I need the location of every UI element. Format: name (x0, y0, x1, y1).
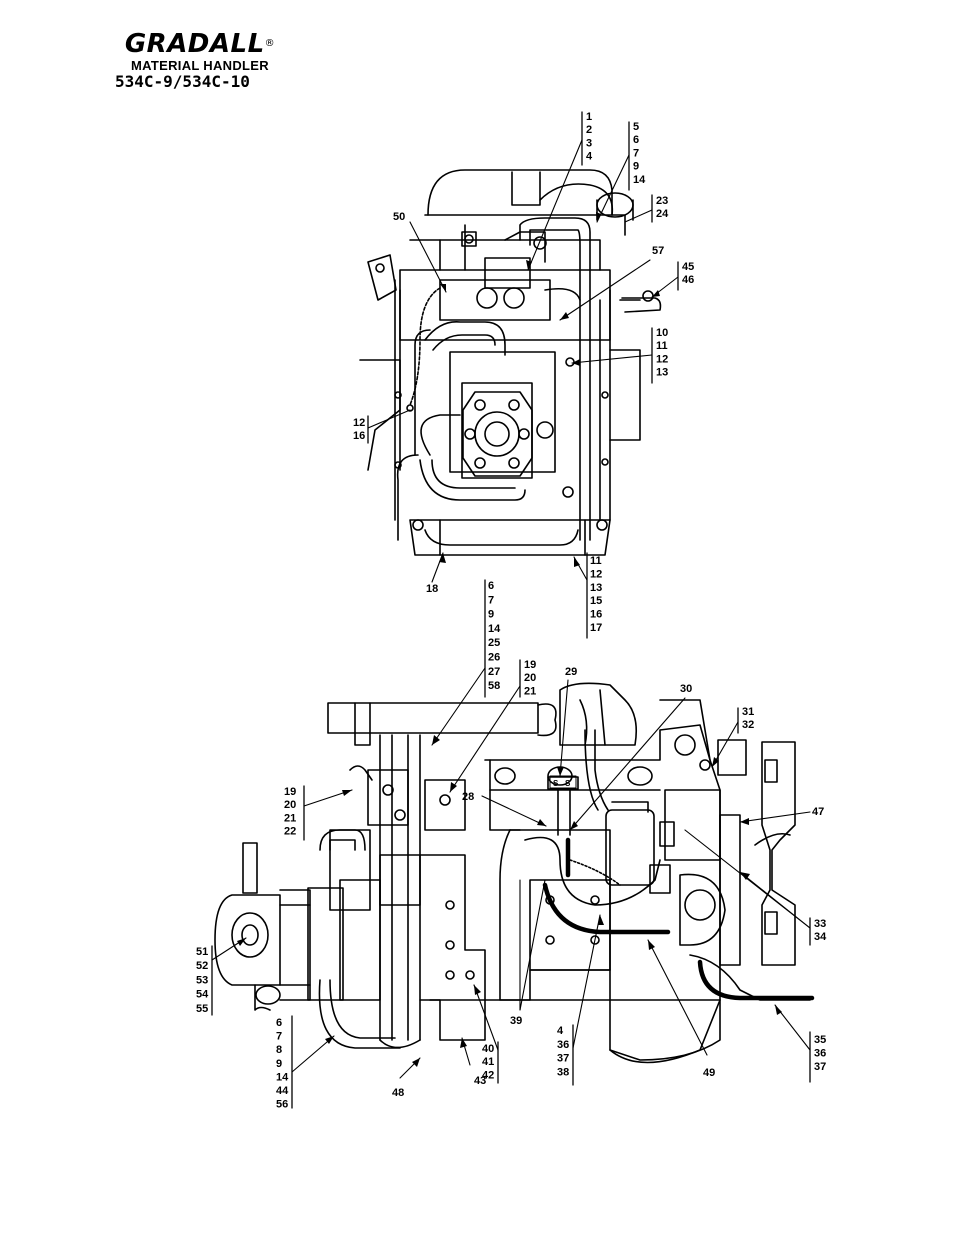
callout-bot_e-0: 49 (703, 1067, 715, 1079)
callout-mid_f-1: 20 (284, 799, 296, 811)
callout-top_f-1: 46 (682, 274, 694, 286)
callout-mid_h-0: 47 (812, 806, 824, 818)
callout-bot_g-0: 6 (276, 1017, 282, 1029)
callout-mid_a-2: 9 (488, 609, 494, 621)
callout-top_a-2: 3 (586, 137, 592, 149)
brand-subtitle: MATERIAL HANDLER (131, 58, 269, 73)
callout-top_b-0: 5 (633, 121, 639, 133)
callout-bot_c-0: 40 (482, 1043, 494, 1055)
callout-top_g-3: 13 (656, 367, 668, 379)
callout-bot_d-2: 37 (557, 1053, 569, 1065)
callout-bot_b-0: 39 (510, 1015, 522, 1027)
callout-mid_i-1: 34 (814, 931, 827, 943)
callout-top_f-0: 45 (682, 261, 694, 273)
callout-top_c-1: 24 (656, 208, 669, 220)
callout-mid_b-2: 21 (524, 685, 536, 697)
callout-mid_e-1: 32 (742, 719, 754, 731)
callout-mid_c-0: 29 (565, 666, 577, 678)
callout-mid_a-7: 58 (488, 680, 500, 692)
callout-mid_g-0: 28 (462, 791, 474, 803)
callout-bot_d-3: 38 (557, 1066, 569, 1078)
callout-top_b-1: 6 (633, 134, 639, 146)
callout-bot_c-1: 41 (482, 1056, 494, 1068)
top-arrowheads (439, 212, 660, 567)
callout-mid_a-0: 6 (488, 580, 494, 592)
callout-top_a-0: 1 (586, 111, 592, 123)
side-callout-bars (211, 579, 811, 1109)
callout-mid_f-2: 21 (284, 812, 296, 824)
callout-top_h-0: 12 (353, 417, 365, 429)
thick-hoses (542, 837, 815, 1001)
callout-bot_i-0: 48 (392, 1087, 404, 1099)
brand-block: GRADALL® MATERIAL HANDLER 534C-9/534C-10 (100, 30, 300, 91)
callout-top_b-3: 9 (633, 161, 639, 173)
callout-bot_f-1: 36 (814, 1048, 826, 1060)
callout-bot_g-4: 14 (276, 1071, 289, 1083)
callout-bot_g-1: 7 (276, 1031, 282, 1043)
callout-top_c-0: 23 (656, 195, 668, 207)
callout-mid_b-1: 20 (524, 672, 536, 684)
callout-top_a-3: 4 (586, 151, 593, 163)
callout-bot_a-0: 51 (196, 946, 208, 958)
valve-letter-0: S (553, 779, 559, 788)
callout-top_j-4: 16 (590, 609, 602, 621)
callout-mid_d-0: 30 (680, 683, 692, 695)
callout-top_j-5: 17 (590, 622, 602, 634)
callout-bot_h-0: 43 (474, 1075, 486, 1087)
callout-bot_d-1: 36 (557, 1039, 569, 1051)
callout-bot_g-2: 8 (276, 1044, 282, 1056)
callout-top_g-1: 11 (656, 340, 668, 352)
callout-top_j-3: 15 (590, 595, 602, 607)
callout-top_d-0: 50 (393, 211, 405, 223)
callout-mid_b-0: 19 (524, 659, 536, 671)
callout-mid_a-3: 14 (488, 623, 501, 635)
model-number: 534C-9/534C-10 (115, 72, 250, 91)
callout-mid_a-4: 25 (488, 637, 500, 649)
callout-bot_a-1: 52 (196, 960, 208, 972)
callout-bot_a-4: 55 (196, 1003, 208, 1015)
callout-mid_a-5: 26 (488, 652, 500, 664)
callout-top_h-1: 16 (353, 430, 365, 442)
callout-mid_a-6: 27 (488, 666, 500, 678)
callout-top_a-1: 2 (586, 124, 592, 136)
callout-bot_c-2: 42 (482, 1069, 494, 1081)
callout-mid_e-0: 31 (742, 706, 754, 718)
callout-bot_a-2: 53 (196, 974, 208, 986)
callout-top_j-1: 12 (590, 568, 602, 580)
callout-mid_f-3: 22 (284, 826, 296, 838)
callout-bot_f-2: 37 (814, 1061, 826, 1073)
callout-top_b-2: 7 (633, 147, 639, 159)
top-view-engine (359, 169, 662, 556)
callout-top_j-2: 13 (590, 582, 602, 594)
side-view-engine (214, 682, 811, 1064)
callout-bot_g-6: 56 (276, 1099, 288, 1111)
callout-bot_g-3: 9 (276, 1058, 282, 1070)
callout-labels: 1234567914232450574546101112131216181112… (196, 111, 827, 1111)
callout-top_j-0: 11 (590, 555, 602, 567)
callout-top_b-4: 14 (633, 174, 646, 186)
brand-logo: GRADALL® (124, 29, 276, 59)
side-arrowheads (237, 735, 782, 1067)
callout-mid_i-0: 33 (814, 918, 826, 930)
callout-bot_f-0: 35 (814, 1034, 826, 1046)
callout-mid_a-1: 7 (488, 594, 494, 606)
callout-bot_g-5: 44 (276, 1085, 289, 1097)
callout-bot_d-0: 4 (557, 1025, 564, 1037)
callout-top_g-0: 10 (656, 327, 668, 339)
callout-top_e-0: 57 (652, 245, 664, 257)
callout-top_g-2: 12 (656, 353, 668, 365)
callout-bot_a-3: 54 (196, 989, 209, 1001)
valve-letter-1: S (565, 779, 571, 788)
callout-mid_f-0: 19 (284, 786, 296, 798)
callout-top_i-0: 18 (426, 583, 438, 595)
